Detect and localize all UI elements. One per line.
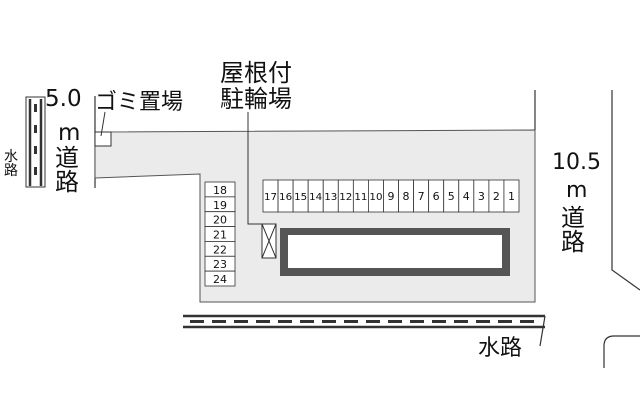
building-inner (288, 235, 502, 268)
parking-slot-22: 22 (204, 241, 236, 257)
waterway-left-label: 水 路 (4, 149, 18, 179)
parking-slot-label: 19 (213, 199, 227, 212)
bottom-waterway-strip (183, 314, 546, 347)
road-right-width: 10.5 (552, 150, 601, 175)
parking-slot-label: 7 (418, 190, 425, 203)
parking-slot-23: 23 (204, 255, 236, 272)
parking-slot-label: 2 (493, 190, 500, 203)
parking-slot-label: 15 (294, 192, 307, 203)
left-waterway-strip (25, 96, 46, 188)
parking-slot-20: 20 (204, 211, 236, 227)
parking-slot-label: 22 (213, 243, 227, 256)
parking-slot-label: 24 (213, 273, 227, 286)
parking-slot-label: 9 (388, 190, 395, 203)
parking-slot-12: 12 (337, 179, 354, 213)
parking-slot-9: 9 (383, 179, 399, 213)
parking-slot-label: 10 (369, 192, 382, 203)
parking-lot-area (94, 129, 536, 303)
parking-slot-13: 13 (322, 179, 339, 213)
bicycle-parking-label: 屋根付 駐輪場 (220, 59, 292, 114)
parking-slot-18: 18 (204, 181, 236, 198)
road-corner (603, 335, 640, 368)
parking-slot-3: 3 (473, 179, 490, 213)
parking-slot-8: 8 (398, 179, 414, 213)
parking-slot-label: 1 (508, 190, 515, 203)
parking-slot-label: 6 (433, 190, 440, 203)
parking-slot-17: 17 (262, 179, 279, 213)
road-right-unit: m (566, 178, 588, 203)
parking-slot-label: 17 (264, 192, 277, 203)
parking-slot-15: 15 (292, 179, 309, 213)
garbage-area-box (94, 131, 112, 147)
parking-slot-label: 5 (448, 190, 455, 203)
parking-slot-label: 3 (478, 190, 485, 203)
bicycle-leader-line (247, 112, 264, 225)
parking-slot-16: 16 (277, 179, 294, 213)
parking-slot-label: 16 (279, 192, 292, 203)
parking-slot-10: 10 (368, 179, 384, 213)
parking-slot-1: 1 (503, 179, 520, 213)
parking-slot-14: 14 (307, 179, 324, 213)
parking-slot-label: 8 (403, 190, 410, 203)
parking-slot-label: 14 (309, 192, 322, 203)
parking-slot-7: 7 (413, 179, 430, 213)
parking-slot-5: 5 (443, 179, 460, 213)
parking-slot-2: 2 (488, 179, 505, 213)
parking-slot-24: 24 (204, 270, 236, 287)
parking-slot-11: 11 (352, 179, 369, 213)
garbage-leader-line (100, 111, 106, 137)
parking-slot-label: 11 (354, 192, 367, 203)
road-left-unit: m (58, 120, 81, 146)
road-left-width: 5.0 (45, 86, 82, 112)
parking-slot-label: 20 (213, 214, 227, 227)
parking-slot-21: 21 (204, 226, 236, 242)
parking-slot-label: 18 (213, 184, 227, 197)
parking-slot-label: 21 (213, 229, 227, 242)
parking-slot-4: 4 (458, 179, 475, 213)
waterway-bottom-label: 水路 (478, 336, 523, 361)
parking-slot-label: 12 (339, 192, 352, 203)
parking-slot-label: 4 (463, 190, 470, 203)
parking-slot-19: 19 (204, 196, 236, 213)
road-right-name: 道 路 (561, 204, 585, 256)
parking-slot-6: 6 (428, 179, 445, 213)
garbage-label: ゴミ置場 (95, 90, 184, 115)
right-road-far-edge (611, 90, 640, 291)
parking-slot-label: 13 (324, 192, 337, 203)
parking-slot-label: 23 (213, 258, 227, 271)
road-left-name: 道 路 (55, 144, 79, 196)
